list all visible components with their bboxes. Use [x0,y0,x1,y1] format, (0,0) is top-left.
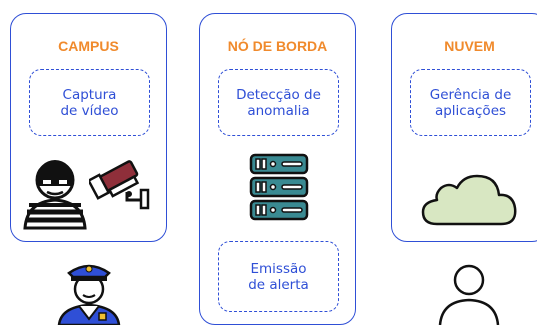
step-box-video-capture: Captura de vídeo [29,69,150,136]
robber-icon [23,160,87,230]
step-box-application-management: Gerência de aplicações [410,69,531,136]
panel-cloud: NUVEM Gerência de aplicações [391,13,537,242]
panel-title-cloud: NUVEM [444,38,495,54]
server-icon [249,153,309,221]
panel-campus: CAMPUS Captura de vídeo [10,13,167,242]
step-box-anomaly-detection: Detecção de anomalia [218,69,339,136]
panel-title-edge-node: NÓ DE BORDA [227,38,328,54]
panel-title-campus: CAMPUS [58,38,119,54]
step-box-alert-emission: Emissão de alerta [218,241,339,312]
user-icon [438,264,500,325]
cloud-icon [421,174,517,226]
security-camera-icon [89,160,150,210]
panel-edge-node: NÓ DE BORDA Detecção de anomalia Emissão… [199,13,356,325]
police-officer-icon [57,264,121,325]
